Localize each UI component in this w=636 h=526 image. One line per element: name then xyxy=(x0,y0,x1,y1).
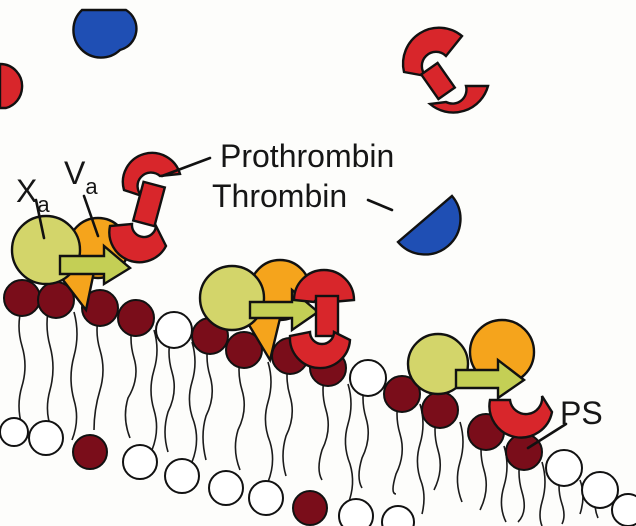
prothrombin-label: Prothrombin xyxy=(220,138,394,174)
thrombin-molecule-top xyxy=(73,10,136,58)
va-label-main: V xyxy=(64,155,86,191)
xa-label: Xa xyxy=(16,173,50,217)
thrombin-pointer xyxy=(368,200,392,210)
va-label-subscript: a xyxy=(85,174,98,199)
xa-label-subscript: a xyxy=(37,192,50,217)
thrombin-label: Thrombin xyxy=(212,178,347,214)
prothrombin-molecule-floating xyxy=(403,28,488,113)
prothrombin-partial-left xyxy=(0,64,22,108)
thrombin-molecule xyxy=(398,196,460,254)
xa-label-main: X xyxy=(16,173,37,209)
va-label: Va xyxy=(64,155,98,199)
ps-label: PS xyxy=(560,395,603,431)
